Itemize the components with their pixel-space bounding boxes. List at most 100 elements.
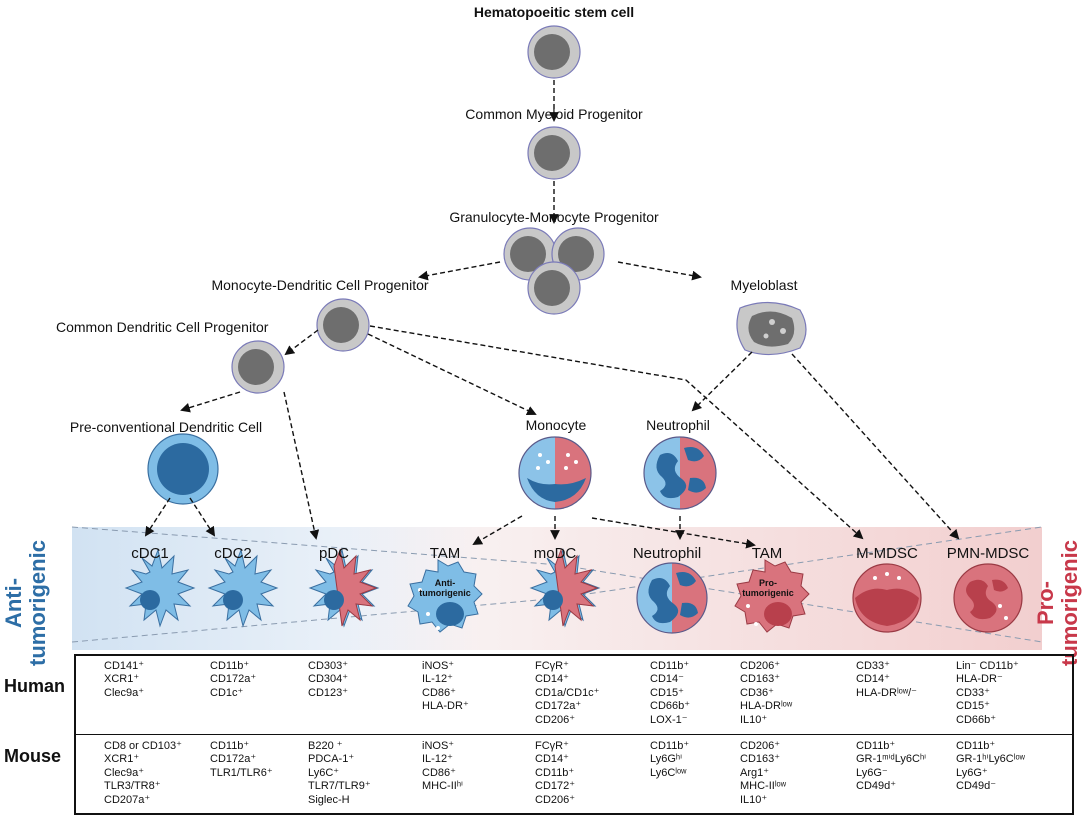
table-cell-human-2: CD303⁺CD304⁺CD123⁺ (308, 660, 348, 700)
marker-entry: Ly6Cˡᵒʷ (650, 766, 687, 779)
table-cell-human-3: iNOS⁺IL-12⁺CD86⁺HLA-DR⁺ (422, 660, 469, 714)
marker-entry: CD206⁺ (740, 660, 781, 672)
row-label-mouse: Mouse (4, 746, 62, 766)
hsc-label: Hematopoeitic stem cell (473, 4, 635, 20)
cdp-label: Common Dendritic Cell Progenitor (56, 319, 269, 335)
marker-entry: CD49d⁻ (956, 780, 997, 793)
marker-entry: CD11b⁺ (650, 660, 690, 672)
lineage-arrows (144, 80, 960, 549)
marker-entry: PDCA-1⁺ (308, 753, 355, 766)
marker-entry: Clec9a⁺ (104, 766, 145, 779)
neutrophil-top-cell-icon (643, 436, 717, 510)
marker-entry: CD141⁺ (104, 660, 145, 672)
marker-entry: CD172⁺ (535, 780, 576, 793)
gmp-cell-cluster-icon (503, 227, 605, 315)
marker-entry: CD14⁻ (650, 673, 684, 686)
marker-entry: CD86⁺ (422, 686, 456, 699)
marker-entry: IL-12⁺ (422, 753, 453, 766)
marker-table: CD141⁺XCR1⁺Clec9a⁺CD11b⁺CD172a⁺CD1c⁺CD30… (74, 654, 1074, 815)
marker-entry: MHC-IIˡᵒʷ (740, 780, 786, 793)
table-cell-human-8: Lin⁻ CD11b⁺HLA-DR⁻CD33⁺CD15⁺CD66b⁺ (956, 660, 1019, 727)
marker-entry: CD8 or CD103⁺ (104, 740, 182, 752)
neutrophil-bottom-cell-icon (636, 562, 708, 634)
marker-entry: MHC-IIʰⁱ (422, 780, 464, 793)
tam-pro-inner-label: Pro- tumorigenic (742, 578, 794, 598)
cdc2-cell-icon (207, 548, 279, 628)
marker-entry: CD11b⁺ (856, 740, 896, 752)
cmp-label: Common Myeloid Progenitor (465, 106, 643, 122)
marker-entry: Arg1⁺ (740, 766, 770, 779)
type-label-cdc2: cDC2 (214, 545, 252, 562)
table-cell-human-7: CD33⁺CD14⁺HLA-DRˡᵒʷ/⁻ (856, 660, 917, 700)
type-label-pmn-mdsc: PMN-MDSC (946, 545, 1030, 562)
marker-entry: TLR3/TR8⁺ (104, 780, 161, 793)
pro-tumorigenic-label: Pro- tumorigenic (1033, 540, 1082, 666)
type-label-cdc1: cDC1 (131, 545, 169, 562)
marker-entry: XCR1⁺ (104, 673, 140, 686)
marker-entry: iNOS⁺ (422, 740, 455, 752)
pre-cdc-cell-icon (147, 433, 219, 505)
gmp-label: Granulocyte-Monocyte Progenitor (449, 209, 659, 225)
mdp-label: Monocyte-Dendritic Cell Progenitor (211, 277, 429, 293)
marker-entry: CD36⁺ (740, 686, 774, 699)
marker-entry: IL10⁺ (740, 793, 768, 806)
marker-entry: HLA-DRˡᵒʷ (740, 700, 793, 713)
marker-entry: CD172a⁺ (210, 673, 257, 686)
marker-entry: CD14⁺ (535, 753, 569, 766)
tam-anti-inner-label: Anti- tumorigenic (419, 578, 471, 598)
marker-entry: FCγR⁺ (535, 660, 569, 672)
type-label-tam-anti: TAM (429, 545, 461, 562)
marker-entry: CD14⁺ (856, 673, 890, 686)
marker-entry: FCγR⁺ (535, 740, 569, 752)
modc-cell-icon (529, 548, 601, 628)
marker-entry: Ly6G⁻ (856, 766, 888, 779)
marker-entry: CD303⁺ (308, 660, 349, 672)
type-label-neutrophil: Neutrophil (632, 545, 702, 562)
marker-entry: Ly6C⁺ (308, 766, 340, 779)
table-cell-mouse-3: iNOS⁺IL-12⁺CD86⁺MHC-IIʰⁱ (422, 740, 463, 794)
type-label-tam-pro: TAM (751, 545, 783, 562)
marker-entry: CD206⁺ (740, 740, 781, 752)
marker-entry: CD11b⁺ (210, 740, 250, 752)
neutrophil-label: Neutrophil (646, 417, 710, 433)
marker-entry: Ly6G⁺ (956, 766, 988, 779)
myeloblast-label: Myeloblast (730, 277, 798, 293)
cdc1-cell-icon (124, 548, 196, 628)
marker-entry: CD11b⁺ (956, 740, 996, 752)
mdp-cell-icon (316, 298, 370, 352)
monocyte-label: Monocyte (525, 417, 587, 433)
marker-entry: CD15⁺ (650, 686, 684, 699)
marker-entry: CD66b⁺ (956, 713, 997, 726)
marker-entry: CD206⁺ (535, 793, 576, 806)
pmn-mdsc-cell-icon (953, 563, 1023, 633)
marker-entry: CD11b⁺ (210, 660, 250, 672)
anti-tumorigenic-label: Anti- tumorigenic (1, 540, 50, 666)
marker-entry: HLA-DR⁺ (422, 700, 469, 713)
marker-entry: CD206⁺ (535, 713, 576, 726)
type-label-pdc: pDC (318, 545, 350, 562)
hsc-cell-icon (527, 25, 581, 79)
marker-entry: GR-1ʰⁱLy6Cˡᵒʷ (956, 753, 1025, 766)
marker-entry: CD1a/CD1c⁺ (535, 686, 600, 699)
marker-entry: CD14⁺ (535, 673, 569, 686)
marker-entry: CD172a⁺ (535, 700, 582, 713)
table-cell-human-4: FCγR⁺CD14⁺CD1a/CD1c⁺CD172a⁺CD206⁺ (535, 660, 600, 727)
type-label-modc: moDC (533, 545, 577, 562)
myeloblast-cell-icon (736, 301, 807, 356)
marker-entry: TLR1/TLR6⁺ (210, 766, 273, 779)
marker-entry: B220 ⁺ (308, 740, 343, 752)
table-cell-human-0: CD141⁺XCR1⁺Clec9a⁺ (104, 660, 144, 700)
marker-entry: iNOS⁺ (422, 660, 455, 672)
marker-entry: Ly6Gʰⁱ (650, 753, 683, 766)
tam-anti-cell-icon (407, 559, 483, 633)
marker-entry: CD11b⁺ (650, 740, 690, 752)
table-cell-mouse-2: B220 ⁺PDCA-1⁺Ly6C⁺TLR7/TLR9⁺Siglec-H (308, 740, 371, 807)
marker-entry: CD123⁺ (308, 686, 349, 699)
marker-entry: XCR1⁺ (104, 753, 140, 766)
table-row-divider (76, 734, 1072, 735)
